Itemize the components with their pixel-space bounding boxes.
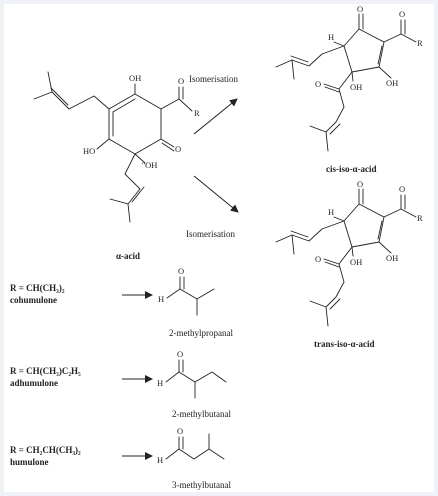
trans-atom-r: R — [417, 213, 423, 223]
alpha-acid-label: α-acid — [116, 251, 140, 261]
isomerisation-label-lower: Isomerisation — [186, 229, 235, 239]
cis-atom-o-side: O — [315, 79, 321, 89]
cis-atom-r: R — [417, 38, 423, 48]
atom-oh-side: ''OH — [142, 160, 157, 170]
trans-iso-label: trans-iso-α-acid — [314, 339, 375, 349]
cohumulone-formula: R = CH(CH₃)₂ — [10, 283, 65, 293]
methylbutanal-structure — [165, 359, 227, 399]
3-methylbutanal-structure — [165, 433, 225, 460]
aldehyde-2-o: O — [177, 349, 183, 359]
atom-ho-left: HO — [83, 146, 95, 156]
trans-iso-structure — [275, 188, 417, 327]
atom-o-right: O — [175, 144, 181, 154]
cis-atom-o-top: O — [357, 4, 363, 14]
aldehyde-3-name: 3-methylbutanal — [172, 480, 231, 490]
aldehyde-3-h: H — [157, 455, 163, 465]
trans-atom-o-top: O — [357, 179, 363, 189]
cis-iso-structure — [275, 13, 417, 152]
aldehyde-1-name: 2-methylpropanal — [169, 328, 233, 338]
isomerisation-label-upper: Isomerisation — [189, 74, 238, 84]
atom-r: R — [194, 108, 200, 118]
cis-iso-label: cis-iso-α-acid — [326, 164, 377, 174]
trans-atom-oh-2: OH — [386, 253, 398, 263]
aldehyde-1-h: H — [158, 294, 164, 304]
trans-atom-o-side: O — [315, 254, 321, 264]
humulone-name: humulone — [10, 457, 49, 467]
cis-atom-oh-2: OH — [386, 78, 398, 88]
atom-oh-top: OH — [129, 73, 141, 83]
aldehyde-3-o: O — [177, 426, 183, 436]
adhumulone-name: adhumulone — [10, 378, 58, 388]
trans-atom-oh-1: OH — [350, 257, 362, 267]
arrow-to-cis — [193, 98, 238, 135]
trans-atom-h: H — [328, 207, 334, 217]
alpha-acid-structure — [33, 71, 193, 223]
methylpropanal-structure — [166, 276, 215, 316]
humulone-formula: R = CH₂CH(CH₃)₂ — [10, 445, 81, 455]
atom-o-acyl: O — [178, 76, 184, 86]
reaction-scheme: OH O R HO O ''OH α-acid Isomerisation Is… — [4, 4, 434, 492]
aldehyde-1-o: O — [178, 266, 184, 276]
trans-atom-o-acyl: O — [399, 184, 405, 194]
cis-atom-oh-1: OH — [350, 82, 362, 92]
cohumulone-name: cohumulone — [10, 295, 57, 305]
adhumulone-formula: R = CH(CH₃)C₂H₅ — [10, 366, 81, 376]
aldehyde-2-name: 2-methylbutanal — [172, 409, 231, 419]
cis-atom-h: H — [328, 32, 334, 42]
cis-atom-o-acyl: O — [399, 9, 405, 19]
arrow-to-trans — [193, 175, 239, 213]
scheme-svg: OH O R HO O ''OH α-acid Isomerisation Is… — [10, 4, 423, 490]
aldehyde-2-h: H — [157, 378, 163, 388]
